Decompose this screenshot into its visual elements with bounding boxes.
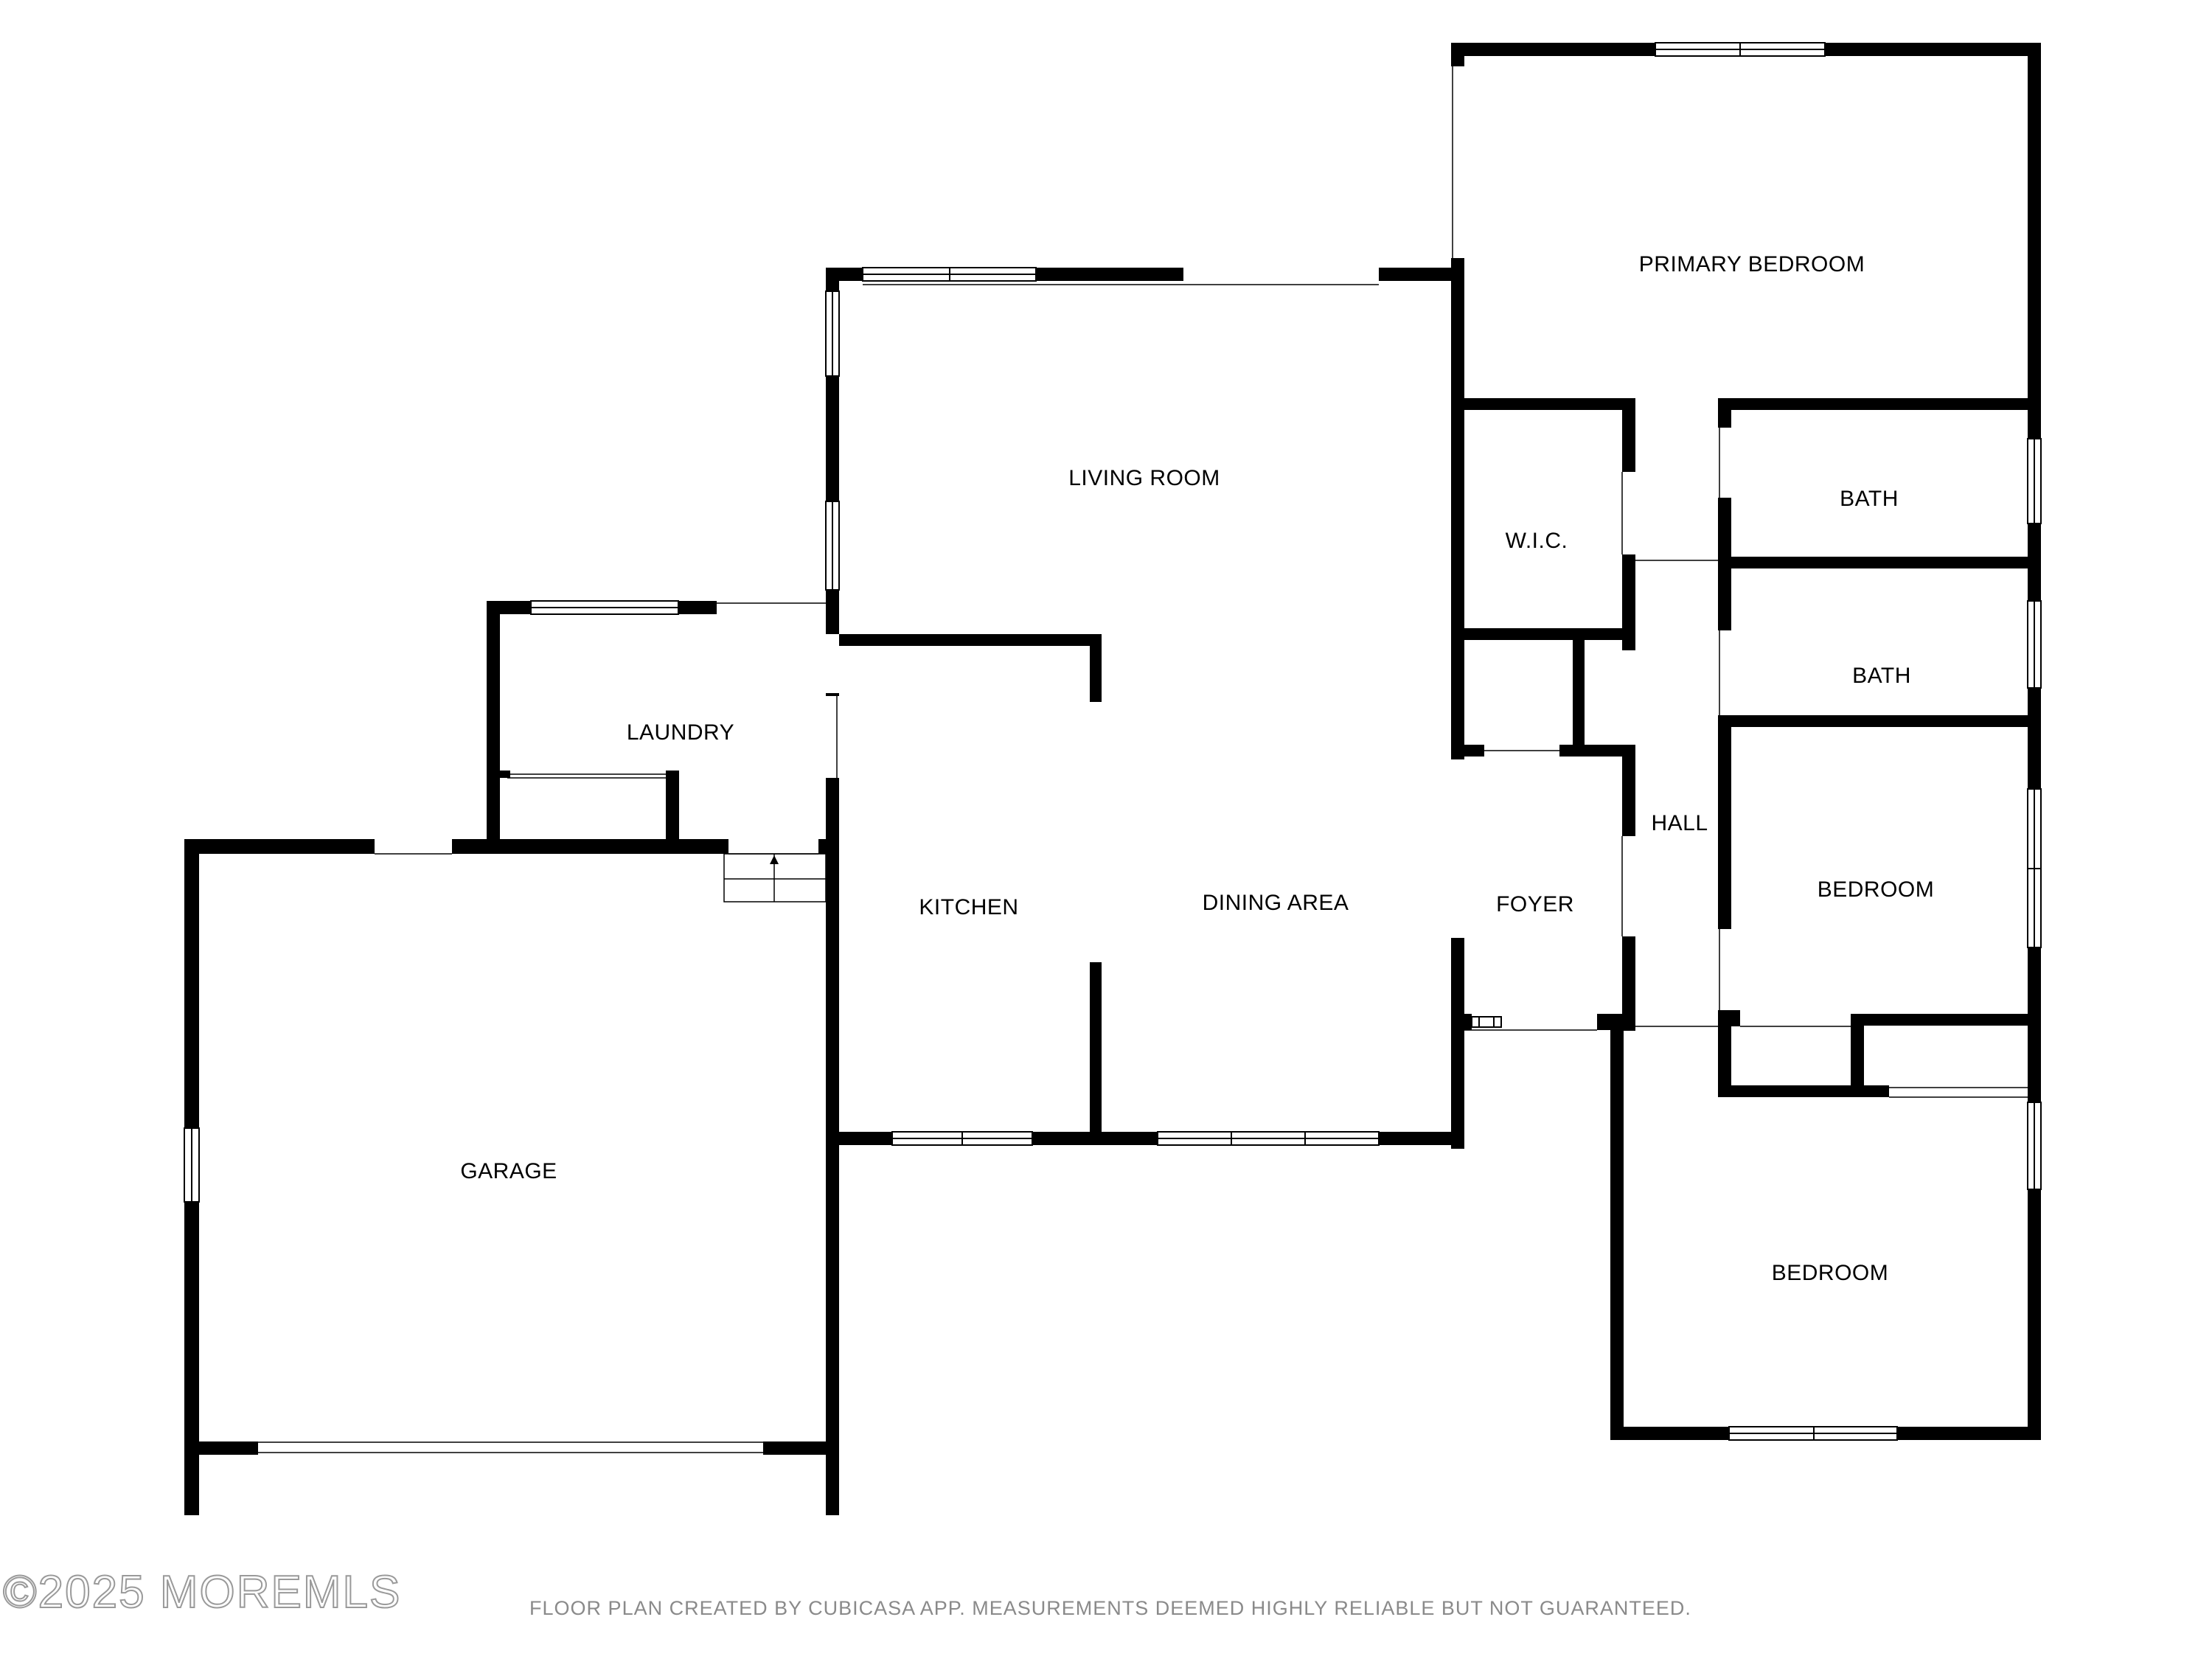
window	[1471, 1016, 1502, 1028]
room-label-primary-bedroom: PRIMARY BEDROOM	[1639, 252, 1865, 276]
walls	[184, 43, 2041, 1515]
copyright-watermark: ©2025 MOREMLS	[3, 1567, 401, 1618]
room-label-kitchen: KITCHEN	[919, 895, 1018, 919]
wall	[500, 771, 510, 778]
room-label-bath: BATH	[1852, 664, 1911, 688]
room-label-hall: HALL	[1651, 811, 1708, 835]
wall	[1718, 398, 1731, 428]
openings	[258, 66, 2028, 1453]
windows	[184, 42, 2042, 1441]
room-label-bedroom: BEDROOM	[1772, 1261, 1889, 1285]
wall	[839, 634, 1102, 646]
wall	[1090, 634, 1102, 702]
entry-steps	[723, 853, 827, 902]
wall	[826, 268, 839, 291]
wall	[826, 778, 839, 1515]
wall	[1451, 258, 1464, 759]
wall	[1464, 398, 1634, 410]
wall	[1379, 268, 1464, 281]
wall	[184, 839, 375, 854]
wall	[1032, 1132, 1158, 1145]
wall	[826, 376, 839, 501]
wall	[1851, 1014, 2041, 1026]
wall	[452, 839, 728, 854]
wall	[2028, 1085, 2041, 1097]
room-label-bedroom: BEDROOM	[1818, 877, 1935, 902]
wall	[1573, 640, 1585, 754]
wall	[1379, 1132, 1464, 1145]
wall	[1718, 1085, 1889, 1097]
wall	[1622, 398, 1635, 472]
room-label-bath: BATH	[1840, 487, 1899, 511]
wall	[1622, 745, 1635, 836]
wall	[678, 601, 717, 614]
wall	[1451, 745, 1484, 757]
room-label-foyer: FOYER	[1496, 892, 1574, 917]
wall	[2028, 43, 2041, 1440]
wall	[487, 601, 500, 848]
room-label-living-room: LIVING ROOM	[1068, 466, 1220, 490]
wall	[1718, 715, 1731, 929]
wall	[1622, 936, 1635, 1031]
step-box	[723, 853, 827, 902]
wall	[763, 1441, 839, 1455]
room-labels: PRIMARY BEDROOM LIVING ROOM W.I.C. BATH …	[460, 252, 1935, 1285]
room-label-wic: W.I.C.	[1506, 529, 1568, 553]
wall	[666, 771, 679, 848]
arrow-up-icon	[770, 855, 779, 864]
wall	[1090, 962, 1102, 1139]
wall	[1718, 1010, 1731, 1097]
wall	[839, 1132, 892, 1145]
wall	[826, 590, 839, 634]
wall	[1718, 557, 2041, 568]
wall	[1610, 1014, 1624, 1440]
disclaimer-text: FLOOR PLAN CREATED BY CUBICASA APP. MEAS…	[529, 1597, 1691, 1619]
wall	[1718, 715, 2041, 727]
wall	[1718, 398, 2041, 410]
wall	[1036, 268, 1183, 281]
room-label-dining-area: DINING AREA	[1203, 891, 1349, 915]
wall	[1622, 554, 1635, 650]
wall	[1851, 1014, 1864, 1097]
wall	[184, 1441, 258, 1455]
room-label-laundry: LAUNDRY	[627, 720, 734, 745]
wall	[1464, 1014, 1472, 1030]
wall	[826, 693, 839, 696]
wall	[1559, 745, 1635, 757]
wall	[1451, 938, 1464, 1149]
wall	[1464, 628, 1635, 640]
room-label-garage: GARAGE	[460, 1159, 557, 1183]
wall	[818, 839, 839, 854]
